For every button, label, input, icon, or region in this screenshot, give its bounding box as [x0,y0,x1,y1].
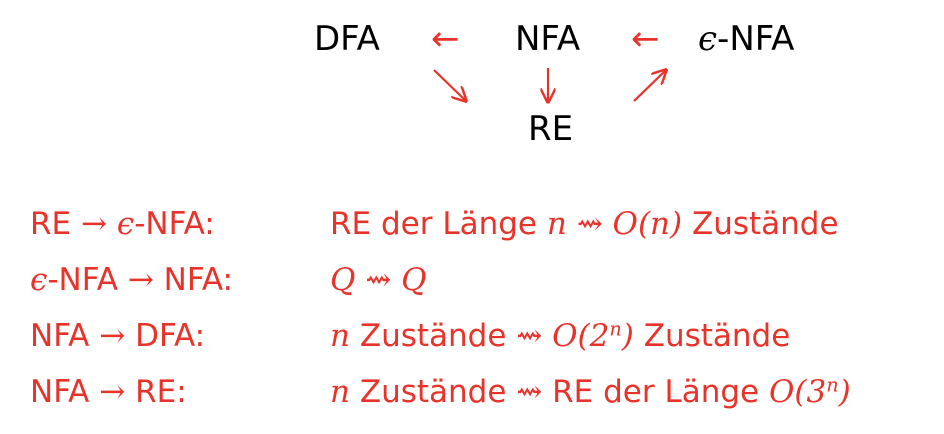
diagram-arrows [433,0,944,160]
right-arrow-icon: → [99,374,126,410]
arrow-nfa-to-dfa: ← [431,19,460,59]
node-enfa: ϵ-NFA [698,22,794,56]
leadsto-icon: ⇝ [516,374,543,410]
conversion-list: RE → ϵ-NFA: RE der Länge n ⇝ O(n) Zustän… [30,196,930,420]
conversion-label: NFA → DFA: [30,318,206,354]
epsilon-symbol: ϵ [698,19,718,59]
leadsto-icon: ⇝ [365,262,392,298]
conversion-complexity: n Zustände ⇝ RE der Länge O(3n) [330,373,851,410]
conversion-label: RE → ϵ-NFA: [30,206,215,242]
leadsto-icon: ⇝ [576,206,603,242]
conversion-label: NFA → RE: [30,374,187,410]
arrow-enfa-to-nfa: ← [631,19,660,59]
node-dfa: DFA [314,19,380,59]
arrow-dfa-to-re [433,69,466,101]
right-arrow-icon: → [81,206,107,242]
right-arrow-icon: → [127,262,154,298]
arrow-re-to-enfa [633,70,666,102]
conversion-complexity: Q ⇝ Q [330,262,427,298]
conversion-complexity: n Zustände ⇝ O(2n) Zustände [330,317,791,354]
conversion-row-enfa-to-nfa: ϵ-NFA → NFA: Q ⇝ Q [30,252,930,308]
right-arrow-icon: → [99,318,126,354]
conversion-complexity: RE der Länge n ⇝ O(n) Zustände [330,206,839,242]
conversion-row-nfa-to-re: NFA → RE: n Zustände ⇝ RE der Länge O(3n… [30,364,930,420]
conversion-row-nfa-to-dfa: NFA → DFA: n Zustände ⇝ O(2n) Zustände [30,308,930,364]
node-enfa-label: -NFA [717,19,795,59]
node-nfa: NFA [515,19,581,59]
conversion-diagram: DFA ← NFA ← ϵ-NFA RE [0,0,944,160]
conversion-label: ϵ-NFA → NFA: [30,262,233,298]
node-re: RE [528,109,574,149]
leadsto-icon: ⇝ [516,318,543,354]
conversion-row-re-to-enfa: RE → ϵ-NFA: RE der Länge n ⇝ O(n) Zustän… [30,196,930,252]
